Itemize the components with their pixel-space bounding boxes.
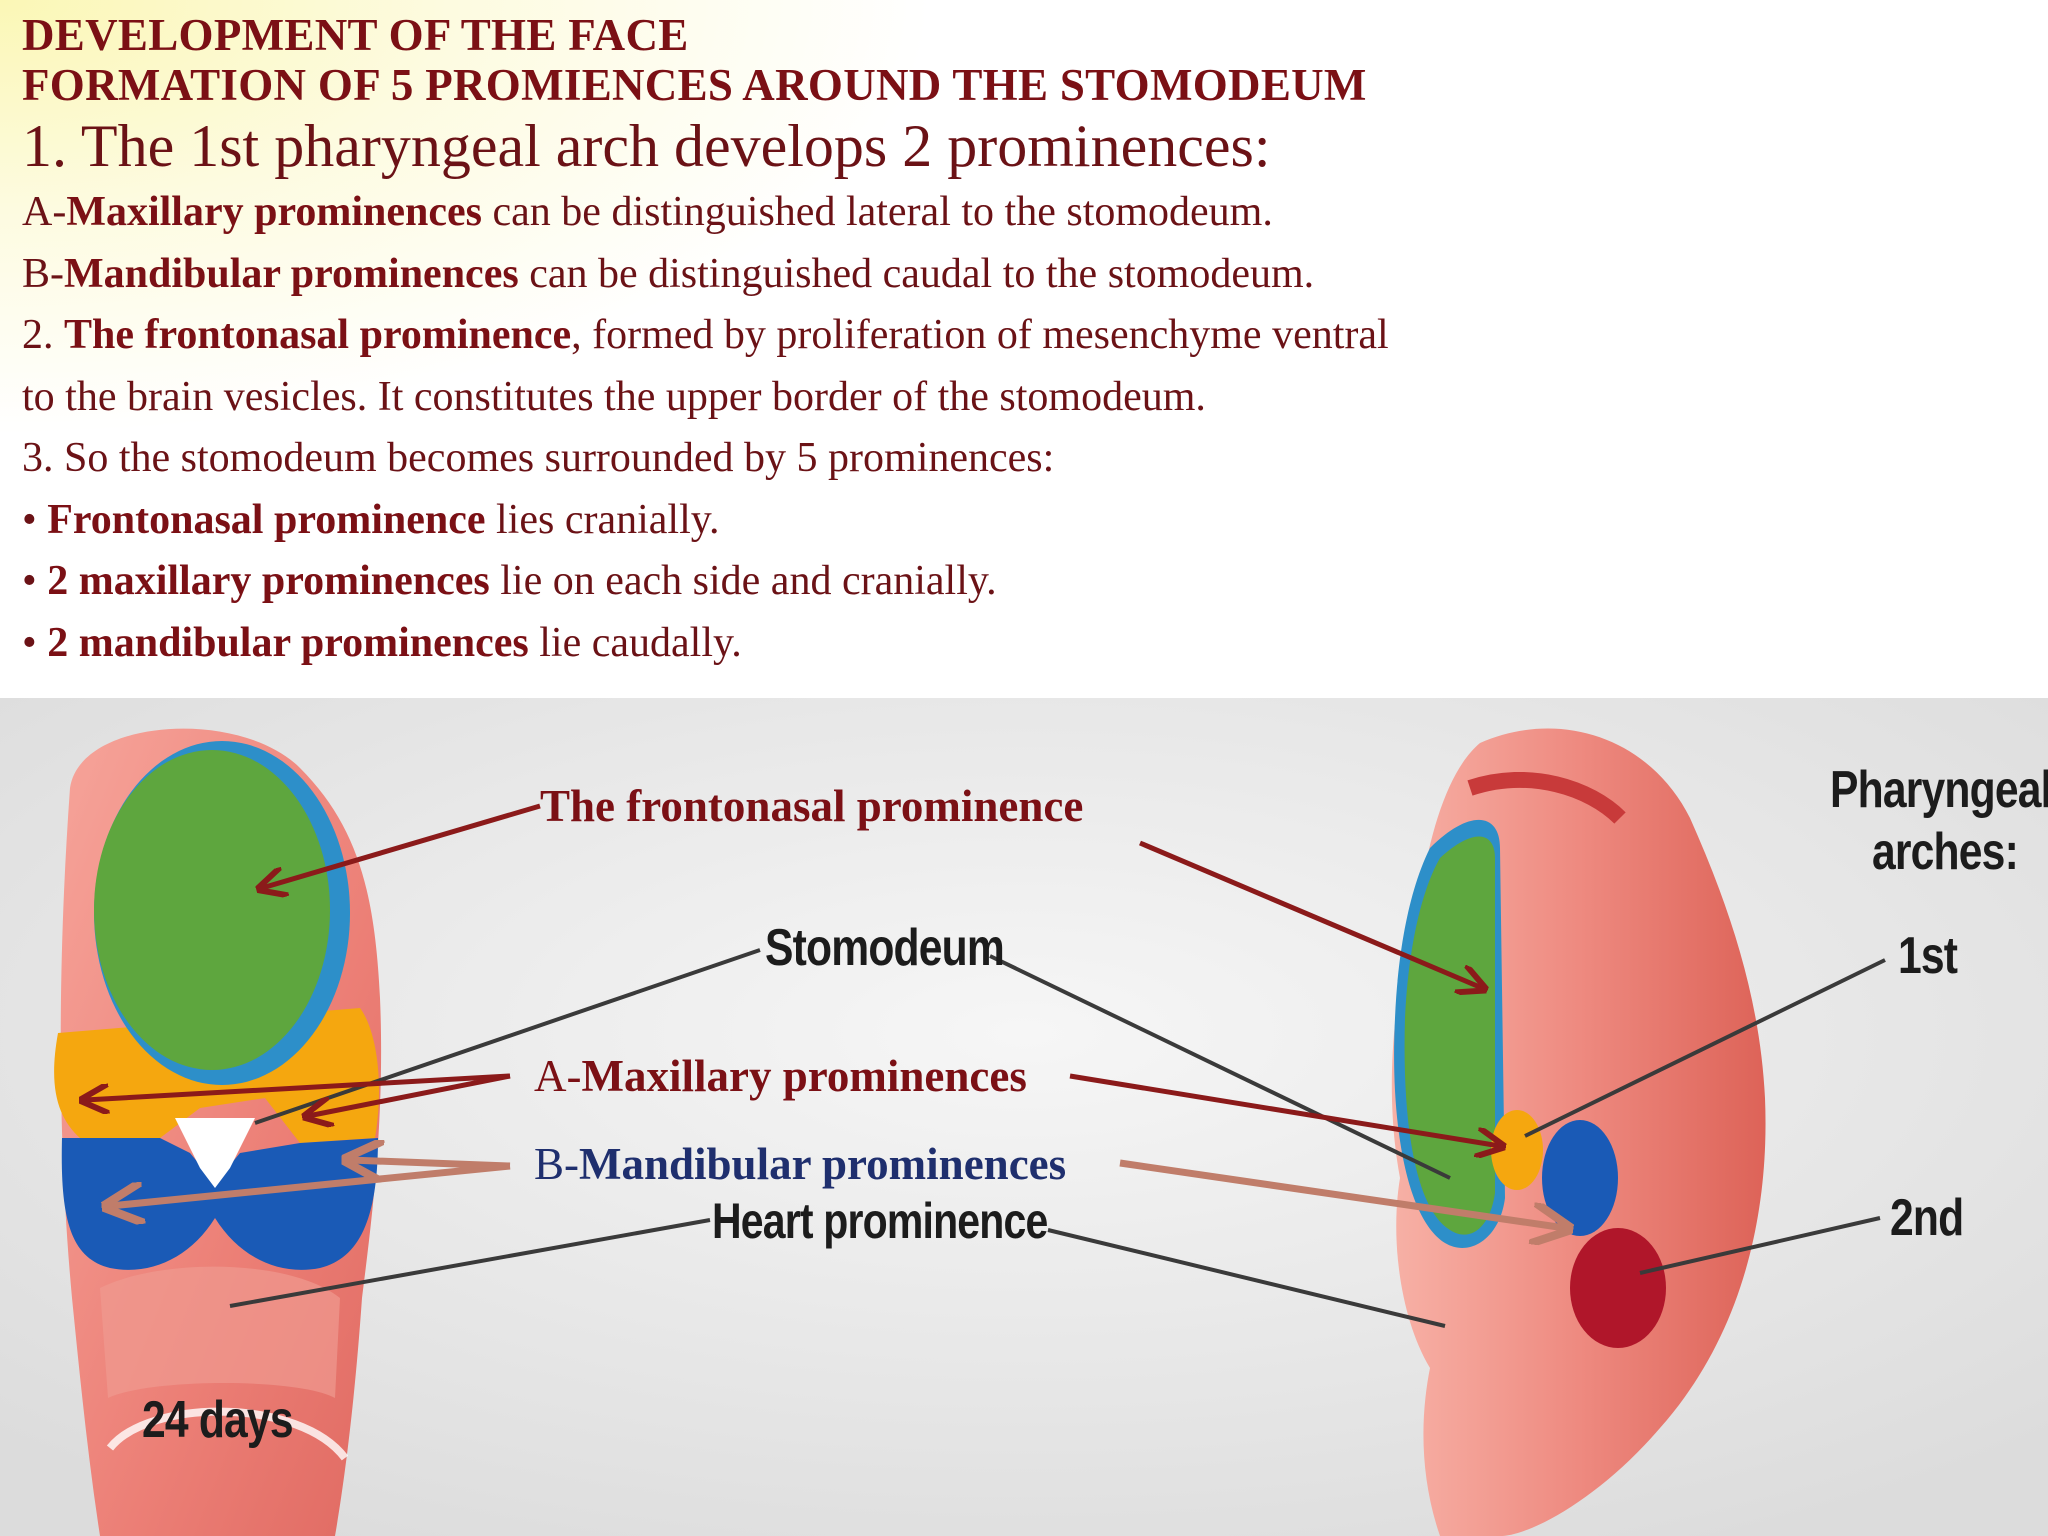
heart-prominence-frontal (100, 1266, 340, 1398)
heart-prominence-label: Heart prominence (712, 1193, 1048, 1249)
second-pharyngeal-arch (1570, 1228, 1666, 1348)
bullet-frontonasal: • Frontonasal prominence lies cranially. (22, 496, 720, 543)
first-arch-label: 1st (1898, 927, 1958, 985)
text-block: DEVELOPMENT OF THE FACE FORMATION OF 5 P… (22, 10, 2022, 674)
stomodeum-opening (175, 1118, 255, 1188)
overlay-mandibular-label: B-Mandibular prominences (534, 1139, 1067, 1189)
frontonasal-prominence-green (94, 750, 330, 1070)
lateral-maxillary-prominence (1491, 1110, 1543, 1190)
overlay-frontonasal-label: The frontonasal prominence (540, 781, 1084, 831)
arrow-maxillary-left-1 (85, 1073, 511, 1100)
mandibular-prominence-left-view (61, 1138, 378, 1270)
neck-highlight (106, 1407, 349, 1461)
arrow-frontonasal-right (1139, 840, 1482, 988)
overlay-maxillary-label: A-Maxillary prominences (534, 1051, 1027, 1101)
second-arch-label: 2nd (1890, 1189, 1964, 1247)
slide-title: DEVELOPMENT OF THE FACE (22, 10, 689, 60)
point-2: 2. The frontonasal prominence, formed by… (22, 312, 1389, 358)
slide-subtitle: FORMATION OF 5 PROMIENCES AROUND THE STO… (22, 60, 1367, 110)
age-label: 24 days (142, 1391, 294, 1449)
arrow-mandibular-right (1119, 1159, 1565, 1228)
arrow-frontonasal-left (262, 803, 541, 888)
arrow-mandibular-left-2 (350, 1160, 511, 1166)
overlay-arrows (85, 803, 1565, 1228)
point-1: 1. The 1st pharyngeal arch develops 2 pr… (22, 113, 1271, 179)
bullet-mandibular: • 2 mandibular prominences lie caudally. (22, 619, 742, 666)
point-1a: A-Maxillary prominences can be distingui… (22, 189, 1273, 235)
lateral-head-ridge (1467, 772, 1626, 824)
lateral-mandibular-prominence (1542, 1120, 1618, 1236)
arrow-maxillary-right (1069, 1073, 1500, 1146)
point-3: 3. So the stomodeum becomes surrounded b… (22, 435, 1055, 481)
pharyngeal-arches-label-line1: Pharyngeal (1830, 761, 2048, 819)
embryo-face-figure: Stomodeum Heart prominence 24 days Phary… (0, 698, 2048, 1536)
arrow-mandibular-left-1 (110, 1162, 511, 1206)
arrow-maxillary-left-2 (308, 1073, 511, 1116)
pharyngeal-arches-label-line2: arches: (1872, 823, 2019, 881)
point-1b: B-Mandibular prominences can be distingu… (22, 250, 1315, 297)
point-2-continued: to the brain vesicles. It constitutes th… (22, 373, 1206, 420)
figure-pointer-lines (229, 948, 1886, 1328)
stomodeum-label: Stomodeum (765, 919, 1005, 977)
bullet-maxillary: • 2 maxillary prominences lie on each si… (22, 558, 997, 604)
embryo-illustration (0, 698, 2048, 1536)
